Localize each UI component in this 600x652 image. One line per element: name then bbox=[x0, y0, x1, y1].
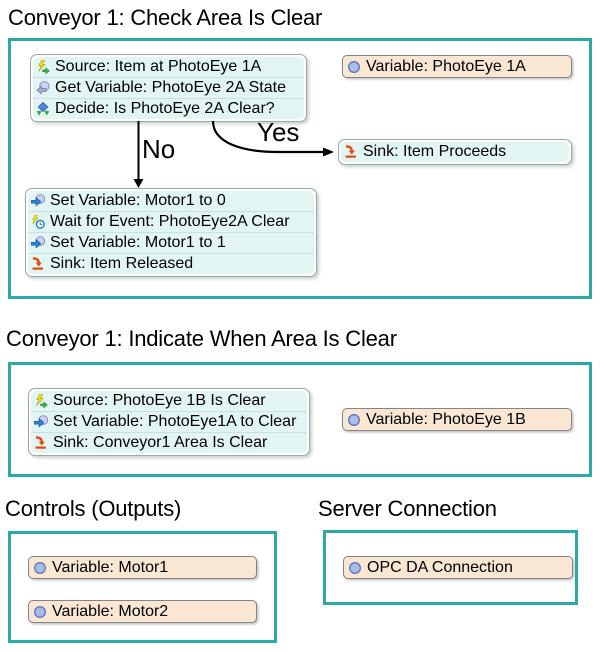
variable-icon bbox=[33, 561, 47, 575]
variable-block-motor1[interactable]: Variable: Motor1 bbox=[28, 556, 257, 579]
variable-icon bbox=[33, 605, 47, 619]
flow-step-wait-event[interactable]: Wait for Event: PhotoEye2A Clear bbox=[28, 211, 314, 232]
flow-step-sink[interactable]: Sink: Conveyor1 Area Is Clear bbox=[31, 432, 307, 453]
connection-label: OPC DA Connection bbox=[367, 558, 513, 576]
section-title-server: Server Connection bbox=[318, 496, 497, 521]
section-title-indicate-clear: Conveyor 1: Indicate When Area Is Clear bbox=[6, 326, 397, 351]
sink-icon bbox=[31, 257, 45, 271]
flow-step-label: Sink: Conveyor1 Area Is Clear bbox=[53, 434, 268, 451]
flow-step-label: Wait for Event: PhotoEye2A Clear bbox=[50, 213, 290, 230]
no-branch-label: No bbox=[142, 134, 176, 164]
set-variable-icon bbox=[31, 194, 45, 208]
variable-label: Variable: Motor1 bbox=[52, 558, 169, 576]
flow-step-label: Sink: Item Proceeds bbox=[363, 143, 507, 160]
opc-da-connection-block[interactable]: OPC DA Connection bbox=[343, 556, 573, 579]
flow-step-source[interactable]: Source: Item at PhotoEye 1A bbox=[33, 57, 304, 77]
controls-frame bbox=[8, 531, 277, 643]
flow-step-label: Sink: Item Released bbox=[50, 255, 194, 272]
flow-step-set-variable[interactable]: Set Variable: Motor1 to 0 bbox=[28, 191, 314, 211]
flow-step-label: Source: PhotoEye 1B Is Clear bbox=[53, 392, 266, 409]
source-icon bbox=[34, 394, 48, 408]
get-variable-icon bbox=[36, 81, 50, 95]
action-block-check-area[interactable]: Set Variable: Motor1 to 0 Wait for Event… bbox=[25, 188, 317, 277]
sink-icon bbox=[34, 436, 48, 450]
variable-label: Variable: PhotoEye 1B bbox=[366, 410, 526, 428]
flow-step-sink[interactable]: Sink: Item Released bbox=[28, 253, 314, 274]
flow-step-get-variable[interactable]: Get Variable: PhotoEye 2A State bbox=[33, 77, 304, 98]
variable-block-photoeye-1b[interactable]: Variable: PhotoEye 1B bbox=[342, 408, 572, 431]
flow-step-set-variable[interactable]: Set Variable: PhotoEye1A to Clear bbox=[31, 411, 307, 432]
flow-step-label: Source: Item at PhotoEye 1A bbox=[55, 58, 262, 75]
variable-block-photoeye-1a[interactable]: Variable: PhotoEye 1A bbox=[342, 55, 572, 78]
flow-step-label: Set Variable: PhotoEye1A to Clear bbox=[53, 413, 297, 430]
flow-step-label: Set Variable: Motor1 to 1 bbox=[50, 234, 226, 251]
flow-step-source[interactable]: Source: PhotoEye 1B Is Clear bbox=[31, 391, 307, 411]
section-title-check-area: Conveyor 1: Check Area Is Clear bbox=[8, 5, 323, 30]
wait-event-icon bbox=[31, 215, 45, 229]
flow-step-label: Set Variable: Motor1 to 0 bbox=[50, 192, 226, 209]
decide-icon bbox=[36, 102, 50, 116]
flow-step-set-variable[interactable]: Set Variable: Motor1 to 1 bbox=[28, 232, 314, 253]
check-area-frame bbox=[8, 38, 592, 299]
variable-icon bbox=[347, 60, 361, 74]
yes-branch-label: Yes bbox=[257, 117, 300, 147]
indicate-clear-frame bbox=[8, 362, 592, 477]
flow-step-label: Decide: Is PhotoEye 2A Clear? bbox=[55, 100, 275, 117]
set-variable-icon bbox=[34, 415, 48, 429]
variable-icon bbox=[347, 413, 361, 427]
logic-block-check-area[interactable]: Source: Item at PhotoEye 1A Get Variable… bbox=[30, 54, 307, 122]
variable-block-motor2[interactable]: Variable: Motor2 bbox=[28, 600, 257, 623]
sink-block-item-proceeds[interactable]: Sink: Item Proceeds bbox=[338, 139, 572, 165]
variable-icon bbox=[348, 561, 362, 575]
flow-step-sink[interactable]: Sink: Item Proceeds bbox=[341, 142, 569, 162]
variable-label: Variable: PhotoEye 1A bbox=[366, 57, 526, 75]
set-variable-icon bbox=[31, 236, 45, 250]
flow-step-label: Get Variable: PhotoEye 2A State bbox=[55, 79, 286, 96]
variable-label: Variable: Motor2 bbox=[52, 602, 169, 620]
section-title-controls: Controls (Outputs) bbox=[5, 496, 182, 521]
server-frame bbox=[323, 530, 578, 605]
flow-step-decide[interactable]: Decide: Is PhotoEye 2A Clear? bbox=[33, 98, 304, 119]
source-icon bbox=[36, 60, 50, 74]
sink-icon bbox=[344, 145, 358, 159]
logic-block-indicate-clear[interactable]: Source: PhotoEye 1B Is Clear Set Variabl… bbox=[28, 388, 310, 456]
